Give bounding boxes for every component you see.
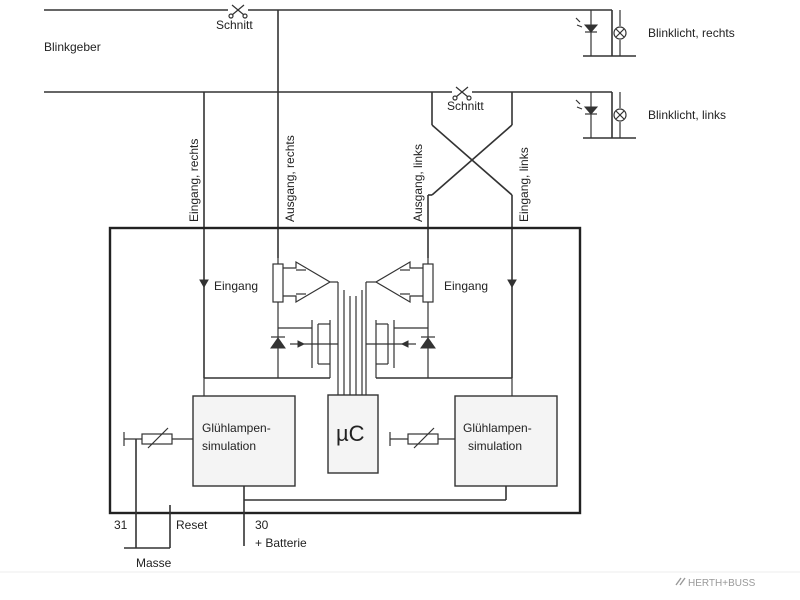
sim-right-line2: simulation [468, 439, 522, 453]
microcontroller-box [327, 394, 379, 474]
brand-label: HERTH+BUSS [688, 578, 756, 589]
sim-left-line1: Glühlampen- [202, 421, 271, 435]
module-frame [108, 226, 582, 515]
right-output-stage [365, 258, 436, 395]
masse-label: Masse [136, 556, 172, 570]
gluehlampen-simulation-left [192, 395, 296, 487]
blinklicht-links-label: Blinklicht, links [648, 108, 726, 122]
microcontroller-label: µC [336, 421, 365, 446]
eingang-left-label: Eingang [214, 279, 258, 293]
sim-right-line1: Glühlampen- [463, 421, 532, 435]
potentiometer-icon [123, 427, 193, 449]
scissors-icon [452, 86, 472, 101]
lamp-icon [613, 20, 627, 48]
reset-label: Reset [176, 518, 208, 532]
arrow-down-icon [199, 279, 209, 289]
eingang-links-label: Eingang, links [517, 147, 531, 222]
scissors-icon [228, 4, 248, 19]
eingang-right-label: Eingang [444, 279, 488, 293]
top-wiring [44, 9, 613, 138]
schnitt-top-label: Schnitt [216, 18, 253, 32]
led-icon [575, 99, 599, 122]
led-icon [575, 17, 599, 40]
terminal-31-label: 31 [114, 518, 128, 532]
sim-left-line2: simulation [202, 439, 256, 453]
schnitt-mid-label: Schnitt [447, 99, 484, 113]
input-output-wires [203, 10, 513, 378]
lamp-icon [613, 102, 627, 130]
potentiometer-icon [389, 427, 455, 449]
brand-logo: HERTH+BUSS [675, 577, 756, 589]
gluehlampen-simulation-right [454, 395, 558, 487]
left-output-stage [270, 258, 339, 395]
eingang-rechts-label: Eingang, rechts [187, 139, 201, 222]
batterie-label: + Batterie [255, 536, 307, 550]
ausgang-rechts-label: Ausgang, rechts [283, 135, 297, 222]
ausgang-links-label: Ausgang, links [411, 144, 425, 222]
blinkgeber-label: Blinkgeber [44, 40, 101, 54]
blinklicht-rechts-label: Blinklicht, rechts [648, 26, 735, 40]
arrow-down-icon [507, 279, 517, 289]
terminal-30-label: 30 [255, 518, 269, 532]
